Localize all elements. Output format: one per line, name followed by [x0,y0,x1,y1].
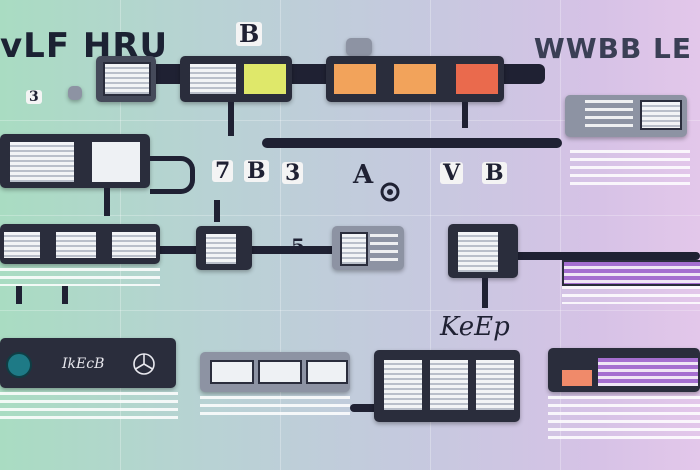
teal-circle-icon [6,352,32,378]
row-list [548,396,700,444]
gear-icon [380,182,400,202]
diagram-title-right: WWBB LE [533,32,692,65]
node-screen-orange [392,62,438,96]
pipeline-bar-third [500,252,700,260]
step-label-3: 3 [26,90,42,104]
node-screen [474,358,516,412]
connector [214,200,220,222]
handwritten-label: KeEp [440,312,510,342]
node-screen [188,62,238,96]
step-label-3: 3 [282,162,304,184]
row-list [200,396,350,420]
node-screen [2,230,42,260]
node-screen [103,62,151,96]
grid-line [0,310,700,311]
row-list [0,392,178,422]
node-screen [428,358,470,412]
connector [16,286,22,304]
grid-line [280,0,281,470]
row-list [585,100,633,130]
row-list [370,234,398,262]
row-list [0,268,160,286]
grid-line [0,215,700,216]
node-screen [8,140,76,184]
grid-line [430,0,431,470]
node-screen-orange [332,62,378,96]
mini-node [346,38,372,56]
mercedes-icon [133,353,155,375]
handwritten-label: IkEcB [62,356,105,372]
node-screen [640,100,682,130]
node-screen [54,230,98,260]
step-label-v: V [440,162,464,184]
node-screen [340,232,368,266]
node-screen-lime [242,62,288,96]
node-screen [306,360,348,384]
node-screen [204,232,238,266]
node-screen [456,230,500,274]
grid-line [0,120,700,121]
step-label-5: 5 [291,234,305,258]
row-list [570,150,690,190]
connector [462,102,468,128]
connector [228,102,234,136]
node-screen [110,230,158,260]
mini-node [68,86,82,100]
step-label-b: B [482,162,507,184]
pipeline-bar-bottom [350,404,390,412]
node-screen-red [454,62,500,96]
connector [482,278,488,308]
pipeline-bar-mid [262,138,562,148]
node-screen-purple [596,356,700,388]
node-screen [382,358,424,412]
node-screen [258,360,302,384]
row-list [562,286,700,304]
node-screen [210,360,254,384]
node-screen [90,140,142,184]
connector [104,188,110,216]
connector [62,286,68,304]
step-label-7: 7 [212,160,234,182]
loop-connector [150,156,195,194]
top-badge: B [236,22,263,46]
grid-line [560,0,561,470]
node-screen-purple [562,260,700,286]
step-label-b: B [244,160,269,182]
step-label-a: A [353,160,374,190]
node-screen-coral [560,368,594,388]
